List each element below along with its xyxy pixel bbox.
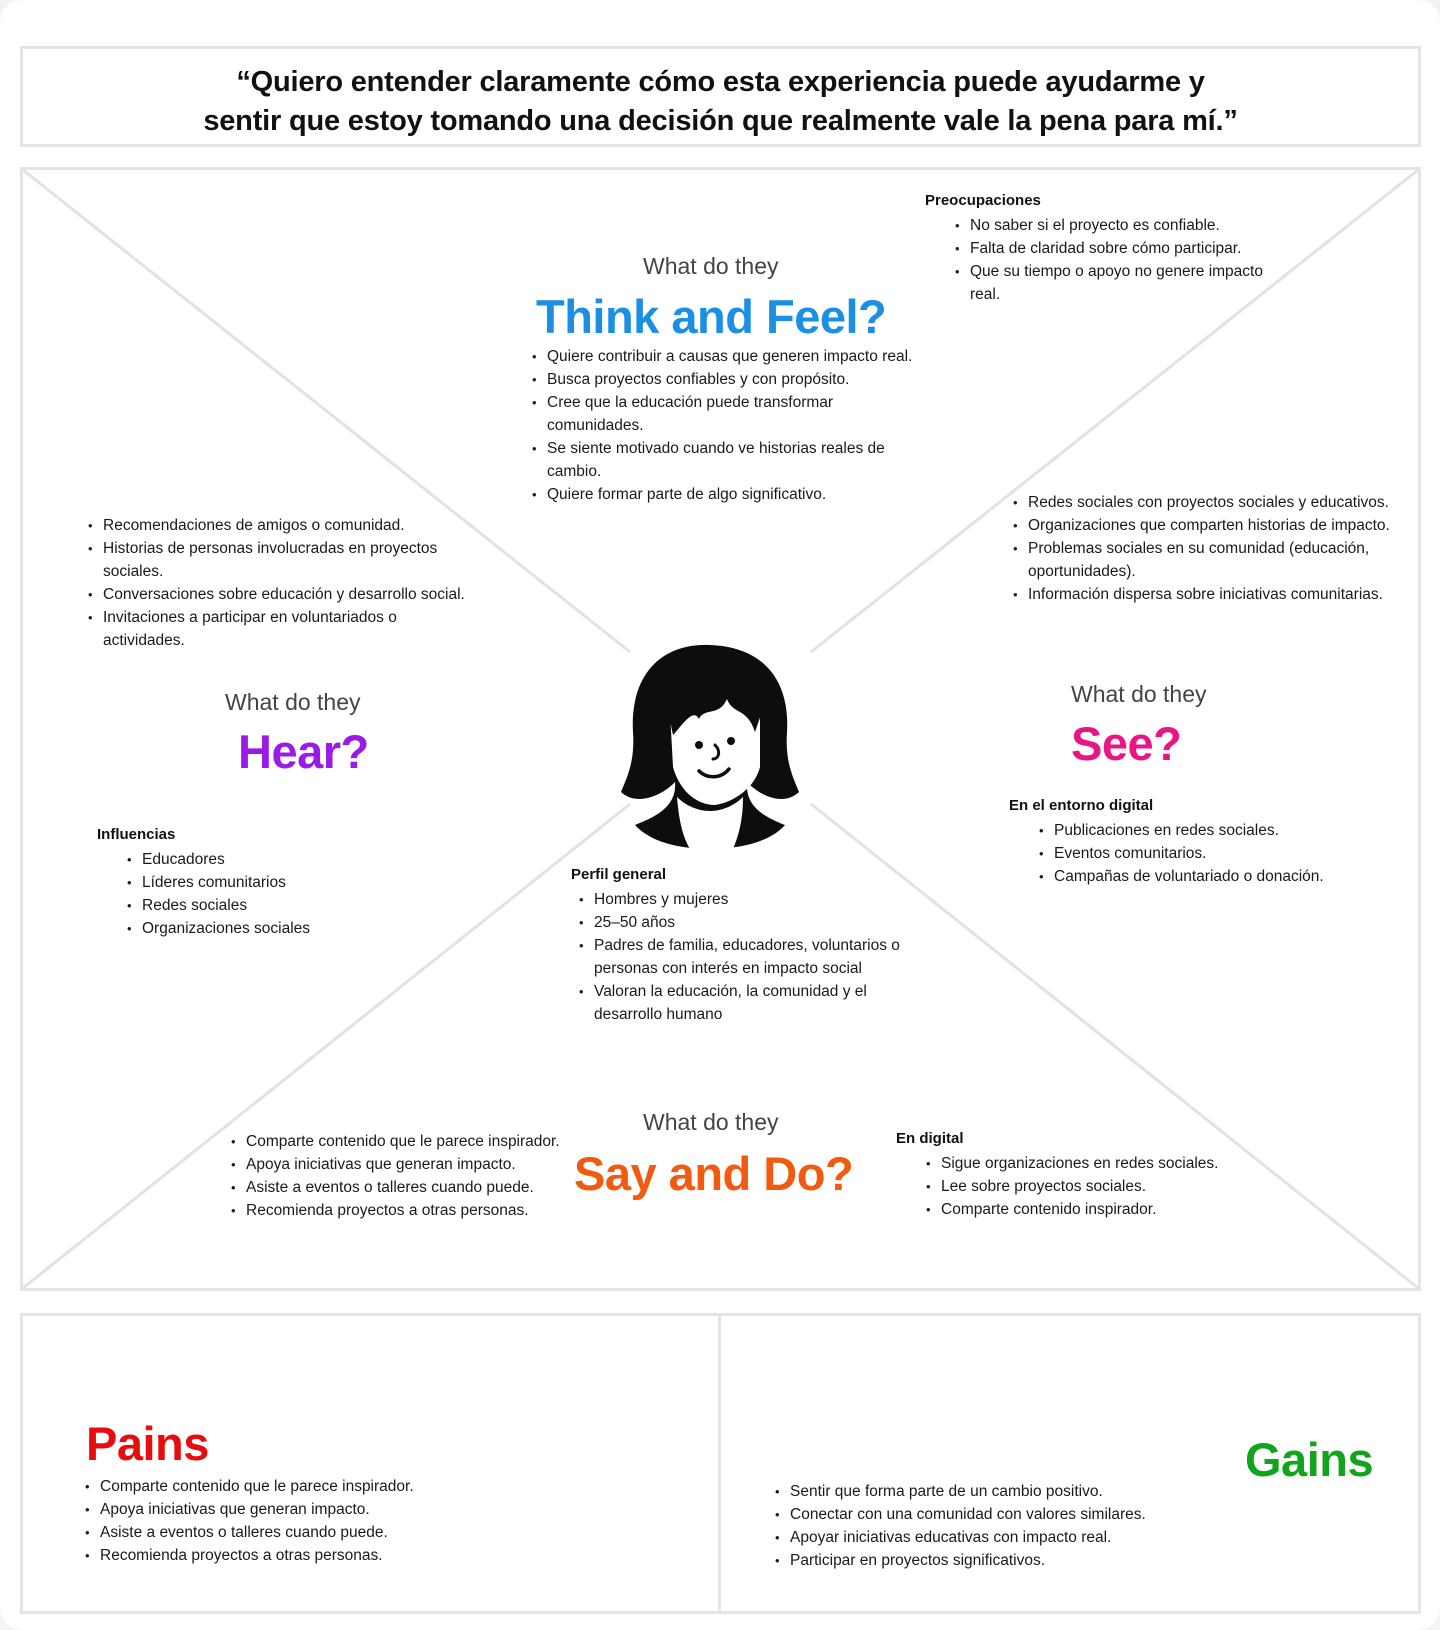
divider-bottom-right — [810, 802, 1419, 1290]
list-item: Organizaciones que comparten historias d… — [1013, 514, 1413, 537]
list-item: Conectar con una comunidad con valores s… — [775, 1503, 1175, 1526]
divider-bottom-left — [22, 802, 631, 1290]
see-digital-title: En el entorno digital — [1009, 797, 1154, 814]
list-item: Lee sobre proyectos sociales. — [926, 1175, 1286, 1198]
worries-list: No saber si el proyecto es confiable. Fa… — [955, 214, 1285, 306]
worries-title: Preocupaciones — [925, 192, 1041, 209]
list-item: Historias de personas involucradas en pr… — [88, 537, 468, 583]
quote-box: “Quiero entender claramente cómo esta ex… — [20, 46, 1421, 147]
list-item: Líderes comunitarios — [127, 871, 387, 894]
list-item: Apoyar iniciativas educativas con impact… — [775, 1526, 1175, 1549]
say-do-digital-title: En digital — [896, 1130, 964, 1147]
say-do-title: Say and Do? — [574, 1147, 854, 1200]
think-feel-pre: What do they — [643, 253, 779, 279]
list-item: Apoya iniciativas que generan impacto. — [85, 1498, 425, 1521]
list-item: Asiste a eventos o talleres cuando puede… — [231, 1176, 571, 1199]
list-item: Sentir que forma parte de un cambio posi… — [775, 1480, 1175, 1503]
list-item: Falta de claridad sobre cómo participar. — [955, 237, 1285, 260]
list-item: Redes sociales — [127, 894, 387, 917]
list-item: Invitaciones a participar en voluntariad… — [88, 606, 468, 652]
hear-pre: What do they — [225, 689, 361, 715]
list-item: Valoran la educación, la comunidad y el … — [579, 980, 924, 1026]
hear-title: Hear? — [238, 725, 369, 778]
gains-title: Gains — [1245, 1433, 1374, 1486]
list-item: Comparte contenido que le parece inspira… — [231, 1130, 571, 1153]
pains-list: Comparte contenido que le parece inspira… — [85, 1475, 425, 1567]
list-item: Educadores — [127, 848, 387, 871]
influences-title: Influencias — [97, 826, 176, 843]
see-title: See? — [1071, 717, 1182, 770]
gains-list: Sentir que forma parte de un cambio posi… — [775, 1480, 1175, 1572]
list-item: Comparte contenido inspirador. — [926, 1198, 1286, 1221]
persona-quote: “Quiero entender claramente cómo esta ex… — [203, 66, 1238, 137]
list-item: No saber si el proyecto es confiable. — [955, 214, 1285, 237]
list-item: Eventos comunitarios. — [1039, 842, 1419, 865]
list-item: Quiere formar parte de algo significativ… — [532, 483, 922, 506]
say-do-pre: What do they — [643, 1109, 779, 1135]
persona-avatar-icon — [621, 644, 799, 849]
list-item: Redes sociales con proyectos sociales y … — [1013, 491, 1413, 514]
say-do-list: Comparte contenido que le parece inspira… — [231, 1130, 571, 1222]
pains-title: Pains — [86, 1417, 209, 1470]
list-item: Se siente motivado cuando ve historias r… — [532, 437, 922, 483]
profile-list: Hombres y mujeres 25–50 años Padres de f… — [579, 888, 924, 1026]
hear-list: Recomendaciones de amigos o comunidad. H… — [88, 514, 468, 652]
list-item: Comparte contenido que le parece inspira… — [85, 1475, 425, 1498]
pains-gains-divider — [718, 1316, 721, 1611]
say-do-digital-list: Sigue organizaciones en redes sociales. … — [926, 1152, 1286, 1221]
list-item: Publicaciones en redes sociales. — [1039, 819, 1419, 842]
divider-top-right — [810, 168, 1419, 654]
see-digital-list: Publicaciones en redes sociales. Eventos… — [1039, 819, 1419, 888]
list-item: Asiste a eventos o talleres cuando puede… — [85, 1521, 425, 1544]
see-list: Redes sociales con proyectos sociales y … — [1013, 491, 1413, 606]
list-item: Que su tiempo o apoyo no genere impacto … — [955, 260, 1285, 306]
list-item: Quiere contribuir a causas que generen i… — [532, 345, 922, 368]
list-item: Apoya iniciativas que generan impacto. — [231, 1153, 571, 1176]
diagonal-dividers — [22, 168, 1419, 1290]
list-item: Organizaciones sociales — [127, 917, 387, 940]
list-item: 25–50 años — [579, 911, 924, 934]
list-item: Recomienda proyectos a otras personas. — [231, 1199, 571, 1222]
profile-title: Perfil general — [571, 866, 667, 883]
list-item: Recomendaciones de amigos o comunidad. — [88, 514, 468, 537]
think-feel-title: Think and Feel? — [536, 290, 887, 343]
see-pre: What do they — [1071, 681, 1207, 707]
list-item: Sigue organizaciones en redes sociales. — [926, 1152, 1286, 1175]
list-item: Participar en proyectos significativos. — [775, 1549, 1175, 1572]
list-item: Conversaciones sobre educación y desarro… — [88, 583, 468, 606]
influences-list: Educadores Líderes comunitarios Redes so… — [127, 848, 387, 940]
list-item: Busca proyectos confiables y con propósi… — [532, 368, 922, 391]
list-item: Hombres y mujeres — [579, 888, 924, 911]
divider-top-left — [22, 168, 631, 654]
list-item: Cree que la educación puede transformar … — [532, 391, 922, 437]
list-item: Información dispersa sobre iniciativas c… — [1013, 583, 1413, 606]
list-item: Campañas de voluntariado o donación. — [1039, 865, 1419, 888]
list-item: Recomienda proyectos a otras personas. — [85, 1544, 425, 1567]
list-item: Padres de familia, educadores, voluntari… — [579, 934, 924, 980]
think-feel-list: Quiere contribuir a causas que generen i… — [532, 345, 922, 506]
list-item: Problemas sociales en su comunidad (educ… — [1013, 537, 1413, 583]
